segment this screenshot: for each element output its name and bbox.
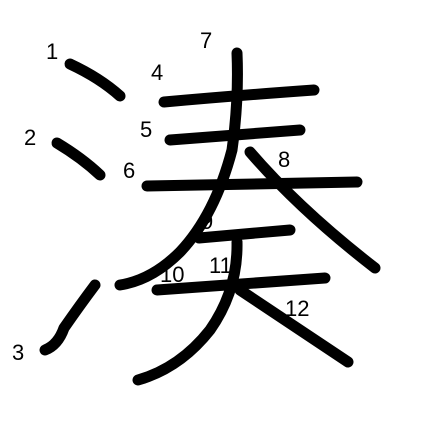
stroke-11 xyxy=(132,236,243,386)
stroke-3 xyxy=(39,279,101,356)
stroke-12 xyxy=(234,284,354,368)
stroke-number-8: 8 xyxy=(278,147,290,172)
stroke-9 xyxy=(193,224,296,244)
stroke-1 xyxy=(64,58,126,102)
stroke-number-6: 6 xyxy=(123,158,135,183)
stroke-number-10: 10 xyxy=(160,262,184,287)
stroke-8 xyxy=(244,146,381,274)
stroke-number-5: 5 xyxy=(140,117,152,142)
stroke-number-3: 3 xyxy=(12,340,24,365)
character-strokes xyxy=(39,47,381,386)
stroke-number-2: 2 xyxy=(24,125,36,150)
stroke-number-7: 7 xyxy=(200,28,212,53)
stroke-number-9: 9 xyxy=(201,209,213,234)
stroke-6 xyxy=(141,176,363,192)
stroke-number-labels: 1 2 3 4 5 6 7 8 9 10 11 12 xyxy=(12,28,309,365)
stroke-7 xyxy=(114,47,243,291)
stroke-number-4: 4 xyxy=(151,60,163,85)
stroke-number-12: 12 xyxy=(285,296,309,321)
stroke-number-11: 11 xyxy=(209,253,232,278)
stroke-2 xyxy=(51,137,106,181)
stroke-10 xyxy=(151,272,331,296)
stroke-number-1: 1 xyxy=(46,39,58,64)
